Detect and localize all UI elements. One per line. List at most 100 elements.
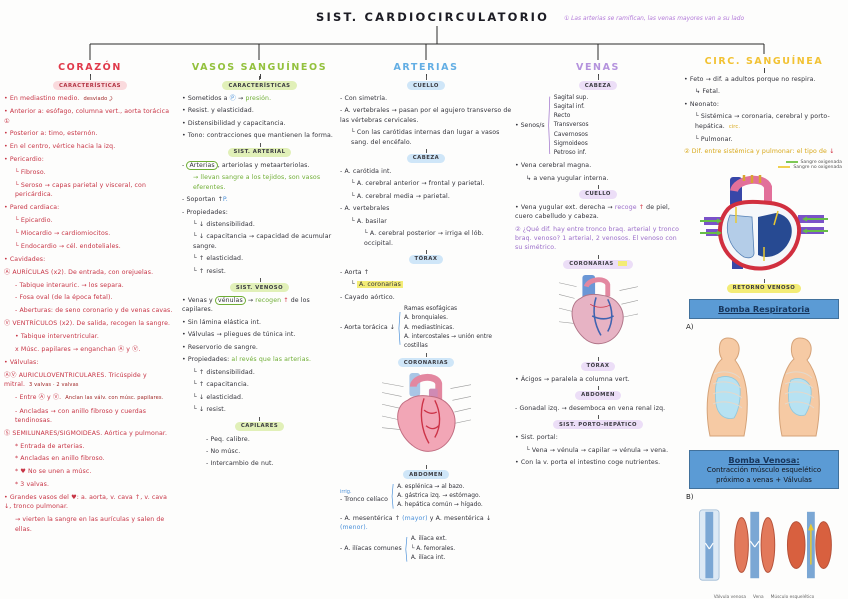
- text-segment: P.: [222, 196, 228, 204]
- note-line: • Tabique interventricular.: [15, 333, 99, 341]
- column-circ-sanguinea: CIRC. SANGUÍNEA • Feto → dif. a adultos …: [684, 56, 844, 599]
- branch-group: irrig.- Tronco celíaco⟨A. esplénica → al…: [340, 481, 512, 512]
- branch-item: A. gástrica izq. → estómago.: [397, 493, 481, 500]
- branch-items: A. esplénica → al bazo. A. gástrica izq. …: [397, 483, 483, 510]
- note-line: ↳ a vena yugular interna.: [526, 174, 609, 182]
- note-line: └ Miocardio → cardiomiocitos.: [15, 229, 111, 237]
- text-segment: de piel, cuero cabelludo y cabeza.: [515, 203, 670, 221]
- note-line: └ A. basilar: [351, 217, 387, 225]
- note-line: * 3 valvas.: [15, 481, 50, 489]
- section-pill-label: CARACTERÍSTICAS: [58, 82, 122, 89]
- blood-circulation-heart-figure: [684, 173, 844, 277]
- section-pill-t-rax: TÓRAX: [408, 249, 444, 264]
- text-segment: -: [182, 161, 187, 169]
- text-segment: (menor).: [340, 523, 368, 531]
- section-pill-cuello: CUELLO: [579, 184, 617, 199]
- note-line: - Entre Ⓐ y Ⓥ.Anclan las válv. con músc.…: [15, 394, 164, 402]
- column-vasos-blocks: CARACTERÍSTICAS • Sometidos a Ⓟ → presión…: [182, 76, 337, 469]
- branch-item: A. intercostales → unión entre costillas: [403, 333, 492, 349]
- note-line: └ Seroso → capas parietal y visceral, co…: [15, 181, 147, 199]
- note-line: • En mediastino medio.desviado ⤸: [4, 95, 113, 102]
- text-segment: ↓: [829, 148, 835, 156]
- section-pill-label: CAPILARES: [240, 423, 279, 429]
- section-pill-sist-porto-hep-tico: SIST. PORTO-HEPÁTICO: [552, 415, 643, 430]
- box-title: Bomba Venosa:: [728, 454, 800, 465]
- branch-item: A. ilíaca ext.: [410, 536, 447, 543]
- section-pill-label: ABDOMEN: [409, 471, 443, 478]
- note-line: • Vena cerebral magna.: [515, 162, 592, 170]
- legend-label: Sangre no oxigenada: [793, 164, 842, 170]
- legend-swatch: [785, 161, 798, 164]
- legend-item: Sangre no oxigenada: [778, 165, 842, 170]
- inline-annotation: 3 valvas · 2 valvas: [29, 382, 79, 389]
- branch-item: Sagital sup.: [553, 95, 589, 101]
- note-line: → llevan sangre a los tejidos, son vasos…: [193, 174, 321, 191]
- note-line: Ⓢ SEMILUNARES/SIGMOIDEAS. Aórtica y pulm…: [4, 429, 168, 437]
- section-pill-sist-arterial: SIST. ARTERIAL: [227, 142, 292, 157]
- figure-plate-label: A): [686, 322, 694, 331]
- note-line: └ Sistémica → coronaria, cerebral y port…: [695, 113, 830, 130]
- section-pill-capilares: CAPILARES: [234, 416, 285, 431]
- note-line: └ Vena → vénula → capilar → vénula → ven…: [526, 446, 669, 454]
- note-line: └ Pulmonar.: [695, 135, 733, 143]
- section-pill-t-rax: TÓRAX: [580, 356, 616, 371]
- note-line: - No músc.: [206, 447, 241, 455]
- branch-item: Petroso inf.: [553, 149, 587, 156]
- note-line: • Sometidos a Ⓟ → presión.: [182, 94, 337, 103]
- note-line: Ⓥ VENTRÍCULOS (x2). De salida, recogen l…: [4, 320, 171, 328]
- text-segment: y A. mesentérica ↓: [427, 514, 492, 522]
- note-line: • Neonato:: [684, 100, 720, 108]
- branch-item: Sigmoideos: [553, 140, 588, 147]
- column-venas: VENAS CABEZA• Senos/s⟨Sagital sup.Sagita…: [515, 62, 681, 471]
- branch-brace-icon: ⟨: [547, 89, 551, 163]
- branch-item: A. esplénica → al bazo.: [397, 484, 465, 491]
- note-line: └ ↑ capacitancia.: [193, 381, 249, 389]
- branch-item: Transversos: [553, 122, 589, 129]
- coronary-arteries-heart-figure: [340, 371, 512, 463]
- text-segment: • Propiedades:: [182, 356, 232, 364]
- text-segment: presión.: [245, 95, 272, 102]
- note-line: • Venas y vénulas → recogen ↑ de los cap…: [182, 296, 337, 315]
- text-segment: • Vena yugular ext. derecha →: [515, 203, 615, 211]
- note-line: - Peq. calibre.: [206, 435, 250, 443]
- inline-annotation: desviado ⤸: [83, 96, 113, 102]
- page-title: SIST. CARDIOCIRCULATORIO: [316, 10, 550, 24]
- note-line: • Válvulas → pliegues de túnica int.: [182, 331, 296, 339]
- note-line: ② Dif. entre sistémica y pulmonar: el ti…: [684, 147, 844, 156]
- note-line: └ ↓ resist.: [193, 406, 226, 414]
- note-line: * Entrada de arterias.: [15, 442, 85, 450]
- legend-swatch: [778, 166, 791, 169]
- tree-connectors: [89, 26, 765, 60]
- text-segment: A. coronarias: [356, 281, 403, 289]
- venous-pump-figure: [684, 504, 844, 592]
- note-line: • Tono: contracciones que mantienen la f…: [182, 132, 333, 140]
- section-pill-cabeza: CABEZA: [578, 76, 618, 90]
- section-pill-caracter-sticas: CARACTERÍSTICAS: [52, 76, 128, 90]
- note-line: • Anterior a: esófago, columna vert., ao…: [4, 108, 170, 125]
- note-line: • Feto → dif. a adultos porque no respir…: [684, 76, 816, 83]
- box-line: Contracción músculo esquelético: [706, 466, 822, 475]
- note-line: - Fosa oval (de la época fetal).: [15, 294, 113, 302]
- text-segment: recoge: [614, 203, 637, 211]
- branch-item: Recto: [553, 113, 571, 120]
- box-title: Bomba Respiratoria: [718, 303, 810, 314]
- highlight-mark: [617, 261, 627, 267]
- note-line: ② ¿Qué dif. hay entre tronco braq. arter…: [515, 225, 680, 252]
- bomba-venosa-box: Bomba Venosa:Contracción músculo esquelé…: [689, 449, 839, 489]
- column-header: ARTERIAS: [340, 62, 512, 79]
- text-segment: └: [351, 281, 357, 289]
- note-line: * Ancladas en anillo fibroso.: [15, 455, 105, 463]
- branch-label: • Senos/s: [515, 121, 545, 129]
- figure-caption-label: Músculo esquelético: [770, 594, 815, 599]
- branch-item: Cavernosos: [553, 131, 588, 138]
- branch-item: └ A. femorales.: [410, 545, 456, 552]
- note-line: → vierten la sangre en las aurículas y s…: [15, 516, 165, 533]
- section-pill-caracter-sticas: CARACTERÍSTICAS: [222, 76, 297, 90]
- note-line: └ A. coronarias: [340, 280, 512, 289]
- text-segment: recogen: [255, 297, 282, 305]
- column-venas-blocks: CABEZA• Senos/s⟨Sagital sup.Sagital inf.…: [515, 76, 681, 467]
